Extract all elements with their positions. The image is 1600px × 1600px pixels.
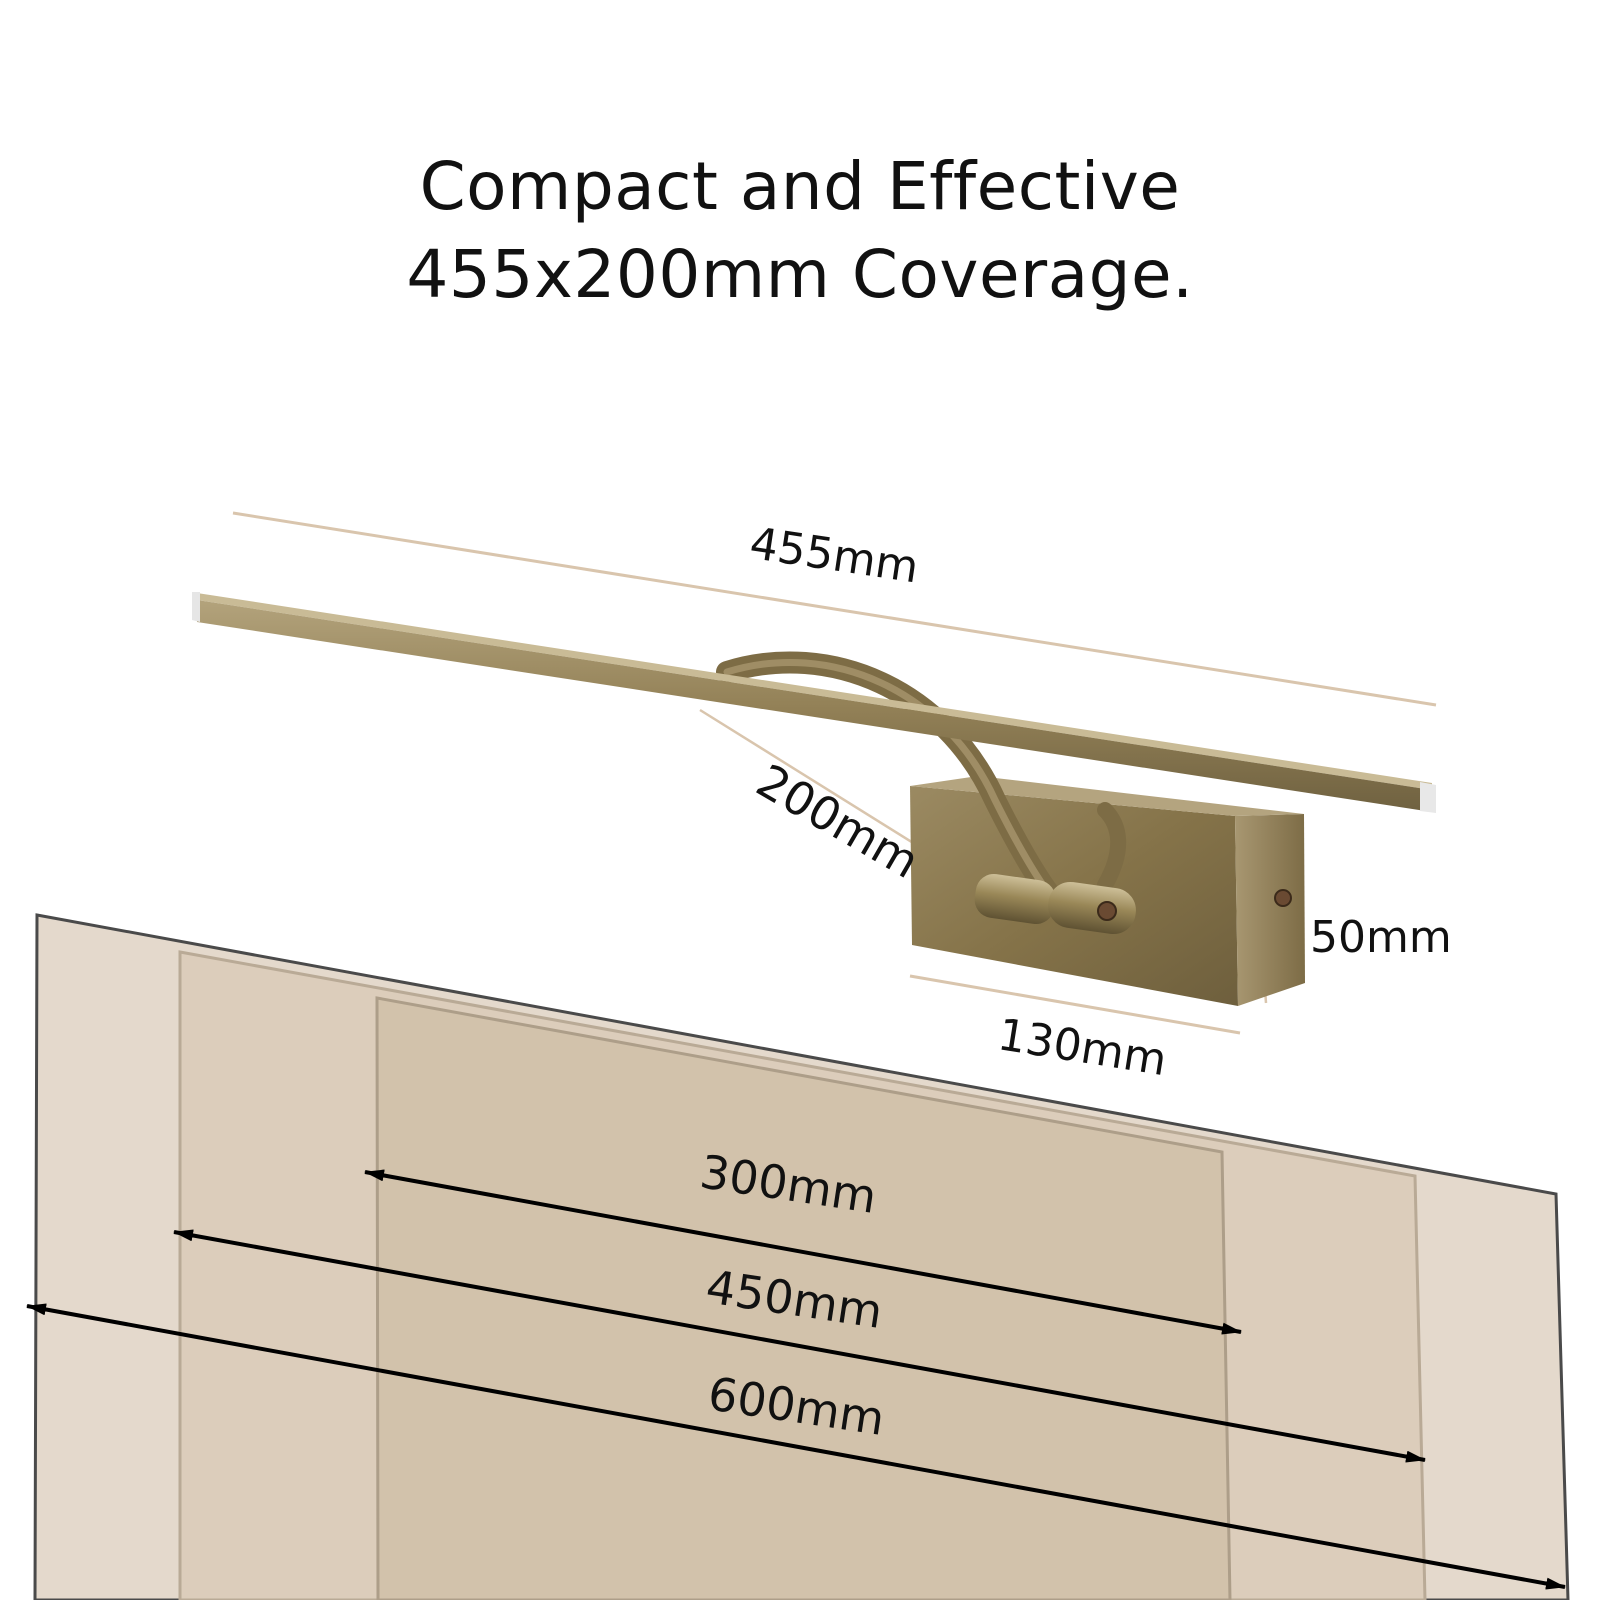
picture-lamp xyxy=(192,592,1436,1006)
label-455mm: 455mm xyxy=(746,518,921,594)
coverage-arrows xyxy=(26,1169,1566,1590)
hinge-left xyxy=(974,873,1056,925)
base-width-dimension-line xyxy=(909,974,1241,1035)
light-bar-front xyxy=(197,600,1432,812)
label-200mm: 200mm xyxy=(748,753,929,888)
hinge-right xyxy=(1048,881,1136,935)
light-bar-end-left xyxy=(192,592,200,622)
base-screw xyxy=(1274,889,1292,907)
hinge-screw xyxy=(1097,901,1117,921)
lamp-bracket xyxy=(1097,802,1127,893)
label-130mm: 130mm xyxy=(994,1009,1170,1086)
label-50mm: 50mm xyxy=(1310,912,1452,963)
headline-line-1: Compact and Effective xyxy=(419,148,1181,225)
light-bar-end-right xyxy=(1420,782,1436,813)
arrow-600mm xyxy=(26,1303,1566,1590)
base-top xyxy=(910,776,1304,816)
picture-panels xyxy=(33,913,1570,1600)
light-bar-top xyxy=(197,593,1432,790)
base-side xyxy=(1235,814,1305,1006)
length-dimension-line xyxy=(232,511,1437,707)
headline-line-2: 455x200mm Coverage. xyxy=(406,236,1194,313)
